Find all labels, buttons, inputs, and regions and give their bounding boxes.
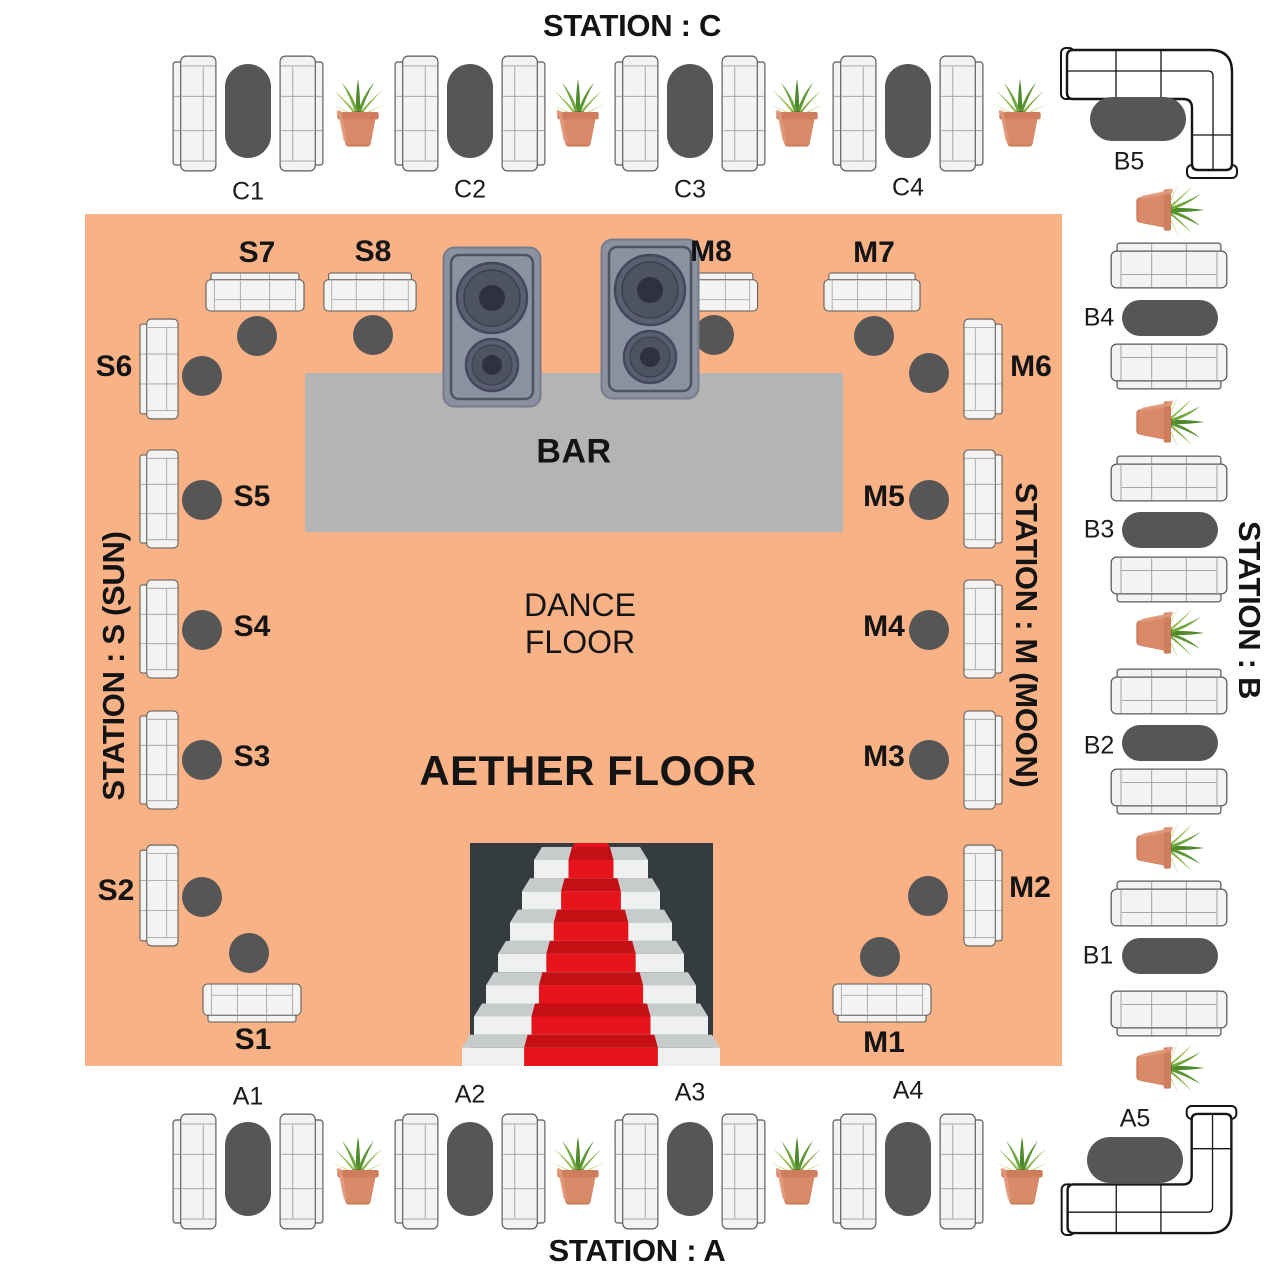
plant-pot-icon (1136, 182, 1205, 238)
sofa (172, 1113, 217, 1230)
stool-s1 (229, 933, 269, 973)
sofa (1110, 556, 1228, 603)
plant-pot-icon (769, 78, 825, 147)
sofa (1110, 343, 1228, 390)
stool-m6 (909, 353, 949, 393)
sofa (139, 318, 179, 420)
stool-m8 (694, 315, 734, 355)
sofa (823, 272, 921, 312)
table-b2[interactable] (1122, 725, 1218, 761)
table-a2[interactable] (447, 1122, 493, 1216)
sofa (963, 579, 1003, 679)
staircase (462, 843, 720, 1066)
plant-pot-icon (330, 1136, 386, 1205)
sofa (1110, 768, 1228, 815)
stool-s5 (182, 480, 222, 520)
speaker-icon (442, 246, 542, 408)
plant-pot-icon (330, 78, 386, 147)
sofa (939, 55, 984, 172)
stool-s6 (182, 356, 222, 396)
bar-counter (305, 373, 843, 532)
sofa (832, 983, 932, 1023)
plant-pot-icon (1136, 605, 1205, 661)
sofa (139, 710, 179, 810)
sofa (172, 55, 217, 172)
stool-m5 (909, 480, 949, 520)
sofa (394, 1113, 439, 1230)
sofa (832, 55, 877, 172)
plant-pot-icon (550, 78, 606, 147)
plant-pot-icon (1136, 1040, 1205, 1096)
sofa (614, 1113, 659, 1230)
stool-m2 (908, 876, 948, 916)
speaker-icon (600, 238, 700, 400)
stool-m7 (854, 316, 894, 356)
table-b5[interactable] (1090, 97, 1186, 141)
stool-s3 (182, 740, 222, 780)
stool-s4 (182, 610, 222, 650)
sofa (394, 55, 439, 172)
sofa (139, 844, 179, 947)
table-a5[interactable] (1087, 1137, 1183, 1183)
sofa (939, 1113, 984, 1230)
sofa (279, 1113, 324, 1230)
sofa (501, 55, 546, 172)
sofa (139, 579, 179, 679)
table-b4[interactable] (1122, 300, 1218, 336)
sofa (501, 1113, 546, 1230)
stool-s7 (237, 316, 277, 356)
sofa (279, 55, 324, 172)
sofa (614, 55, 659, 172)
sofa (1110, 880, 1228, 927)
plant-pot-icon (992, 78, 1048, 147)
sofa (1110, 668, 1228, 715)
sofa (721, 1113, 766, 1230)
sofa (202, 983, 302, 1023)
stool-m3 (909, 740, 949, 780)
sofa (963, 449, 1003, 549)
sofa (963, 710, 1003, 810)
stool-m4 (909, 610, 949, 650)
sofa (832, 1113, 877, 1230)
sofa (1110, 455, 1228, 502)
stool-m1 (860, 937, 900, 977)
sofa (721, 55, 766, 172)
stool-s8 (353, 315, 393, 355)
sofa (323, 272, 417, 312)
stool-s2 (182, 877, 222, 917)
plant-pot-icon (769, 1136, 825, 1205)
table-b3[interactable] (1122, 512, 1218, 548)
plant-pot-icon (550, 1136, 606, 1205)
table-c3[interactable] (667, 64, 713, 158)
table-b1[interactable] (1122, 938, 1218, 974)
table-c4[interactable] (885, 64, 931, 158)
sofa (1110, 990, 1228, 1037)
table-a1[interactable] (225, 1122, 271, 1216)
sofa (139, 449, 179, 549)
plant-pot-icon (1136, 820, 1205, 876)
plant-pot-icon (1136, 394, 1205, 450)
table-a4[interactable] (885, 1122, 931, 1216)
sofa (1110, 242, 1228, 289)
sofa (963, 844, 1003, 947)
table-c1[interactable] (225, 64, 271, 158)
sofa (963, 318, 1003, 420)
plant-pot-icon (994, 1136, 1050, 1205)
table-a3[interactable] (667, 1122, 713, 1216)
table-c2[interactable] (447, 64, 493, 158)
sofa (205, 272, 305, 312)
